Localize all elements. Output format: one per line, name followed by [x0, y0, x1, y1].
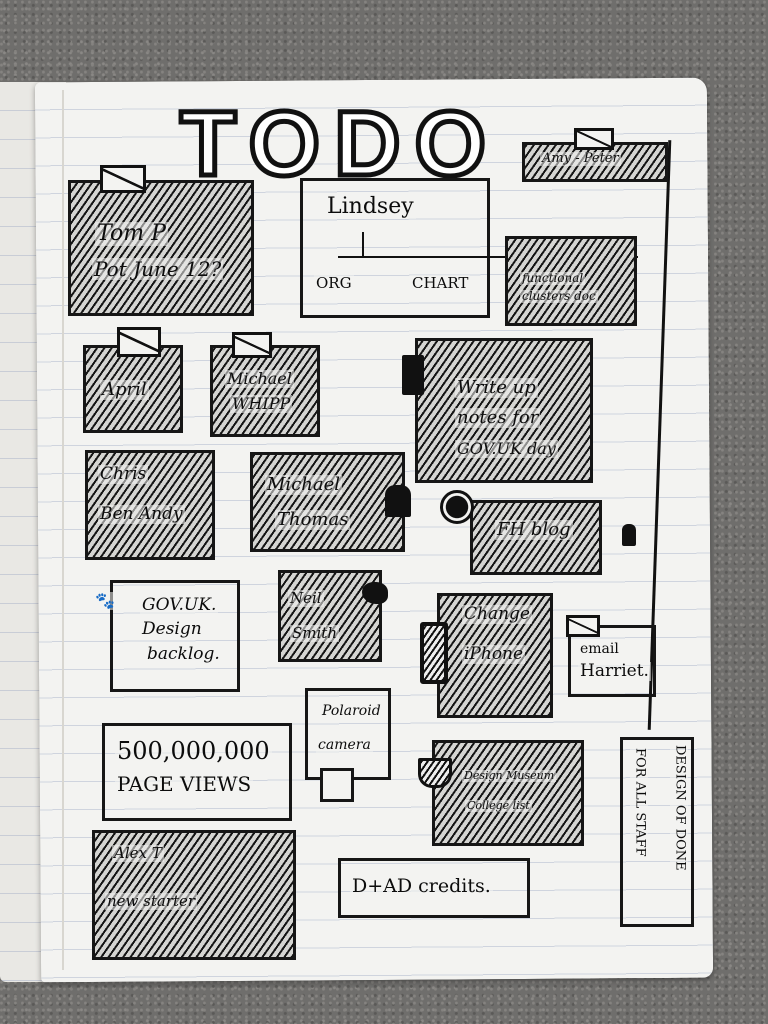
paw-print-icon: 🐾 — [93, 591, 117, 610]
note-michael-whipp — [210, 345, 320, 437]
envelope-icon — [100, 165, 146, 193]
note-text: Michael — [225, 369, 294, 388]
note-design-of-done — [620, 737, 694, 927]
note-govuk-design-backlog — [110, 580, 240, 692]
note-tom-p — [68, 180, 254, 316]
org-chart-line-icon — [338, 256, 638, 258]
bowl-icon — [418, 758, 452, 788]
note-text: notes for — [455, 407, 541, 428]
note-text: Pot June 12? — [92, 257, 224, 281]
note-text: PAGE VIEWS — [115, 772, 254, 796]
note-text: College list — [465, 799, 532, 813]
speech-bubble-icon — [440, 490, 474, 524]
note-polaroid-camera — [305, 688, 391, 780]
note-text: GOV.UK. — [140, 595, 219, 615]
note-text: Thomas — [275, 509, 351, 530]
note-text: DESIGN OF DONE — [670, 745, 689, 871]
envelope-icon — [574, 128, 614, 150]
note-text: Smith — [290, 624, 339, 642]
note-text: iPhone — [462, 644, 526, 664]
note-text: email — [578, 641, 621, 658]
note-text: Design — [140, 619, 204, 639]
coffee-cup-icon — [385, 485, 411, 517]
note-text: clusters doc — [520, 289, 598, 304]
note-text: Ben Andy — [98, 504, 185, 524]
envelope-icon — [566, 615, 600, 637]
note-text: April — [100, 379, 149, 400]
note-text: FH blog — [495, 519, 573, 540]
note-page-views — [102, 723, 292, 821]
note-lindsey-org-chart — [300, 178, 490, 318]
note-text: Design Museum — [462, 769, 557, 783]
note-text: Michael — [265, 474, 343, 495]
envelope-icon — [117, 327, 161, 357]
note-text: Neil — [288, 589, 324, 607]
note-text: 500,000,000 — [115, 737, 272, 765]
note-text: Amy - Peter — [540, 151, 621, 167]
note-dandad-credits — [338, 858, 530, 918]
notebook-spine — [62, 90, 64, 970]
note-text: Lindsey — [325, 194, 416, 220]
note-text: backlog. — [145, 644, 222, 664]
note-text: D+AD credits. — [350, 875, 493, 897]
camera-icon — [320, 768, 354, 802]
note-text: Alex T — [112, 844, 164, 862]
note-text: FOR ALL STAFF — [630, 748, 649, 857]
note-text: Write up — [455, 377, 538, 398]
note-design-college-list — [432, 740, 584, 846]
note-text: Chris — [98, 464, 149, 484]
note-text: new starter — [105, 892, 198, 910]
note-michael-thomas — [250, 452, 405, 552]
envelope-icon — [232, 332, 272, 358]
phone-icon — [420, 622, 448, 684]
note-text: Harriet. — [578, 661, 651, 681]
note-text: WHIPP — [230, 394, 293, 413]
climber-icon — [622, 524, 636, 546]
note-text: CHART — [410, 274, 471, 292]
document-icon — [402, 355, 424, 395]
org-chart-stem-icon — [362, 232, 364, 256]
page-title: TODO — [177, 93, 501, 195]
note-write-up-notes — [415, 338, 593, 483]
note-text: Tom P — [95, 221, 168, 247]
note-text: Change — [462, 604, 532, 624]
note-email-harriet — [568, 625, 656, 697]
note-text: ORG — [314, 274, 354, 292]
note-text: camera — [316, 737, 373, 754]
note-text: functional — [520, 271, 586, 286]
note-text: Polaroid — [320, 703, 383, 720]
note-text: GOV.UK day — [455, 439, 558, 458]
bird-icon — [362, 582, 388, 604]
